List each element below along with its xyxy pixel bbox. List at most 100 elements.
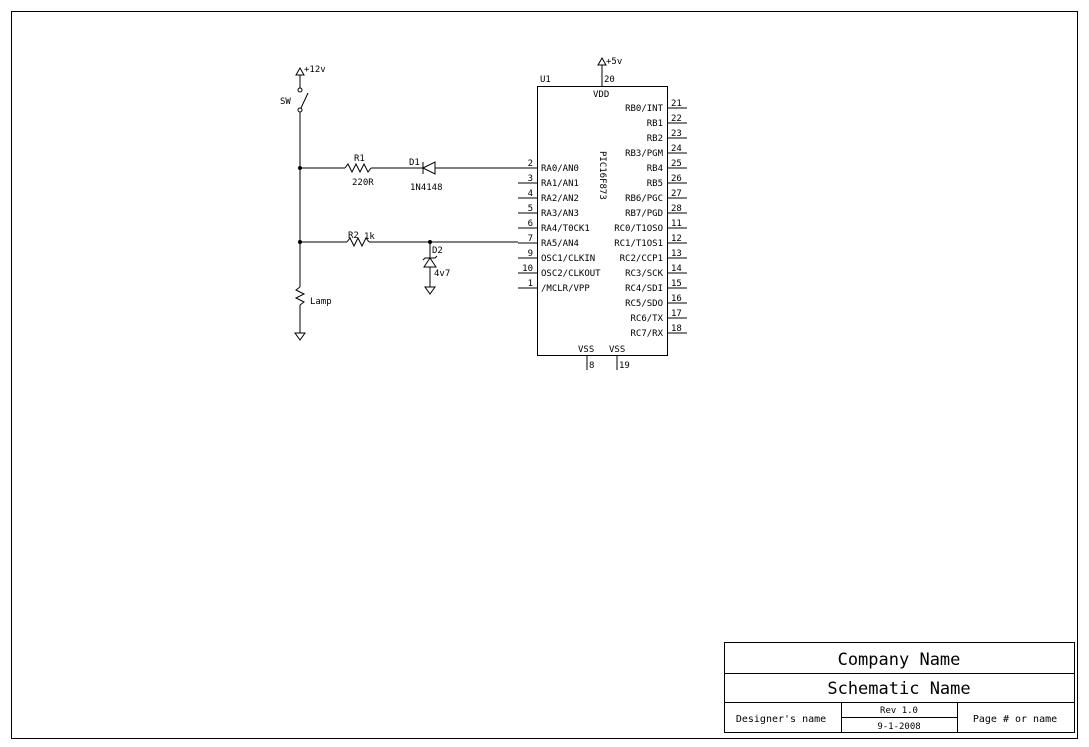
- title-block-frame: [724, 642, 1075, 733]
- r2-ref: R2: [348, 231, 359, 241]
- r2-value: 1k: [364, 232, 375, 242]
- pin-number: 22: [671, 114, 682, 124]
- resistor-r1: R1 220R: [344, 154, 374, 188]
- ic-body: [537, 86, 668, 356]
- vss-label: VSS: [609, 345, 625, 355]
- pin-number: 5: [528, 204, 533, 214]
- pin-label: RC7/RX: [630, 329, 663, 339]
- vss-pin-num: 19: [619, 361, 630, 371]
- d1-value: 1N4148: [410, 183, 443, 193]
- pin-label: OSC2/CLKOUT: [541, 269, 601, 279]
- pin-label: RB5: [647, 179, 663, 189]
- pin-number: 1: [528, 279, 533, 289]
- pin-label: RB3/PGM: [625, 149, 664, 159]
- pin-number: 10: [522, 264, 533, 274]
- schematic-name: Schematic Name: [827, 679, 970, 699]
- pin-label: RC2/CCP1: [620, 254, 663, 264]
- pin-label: RA0/AN0: [541, 164, 579, 174]
- pin-number: 17: [671, 309, 682, 319]
- resistor-r2: R2 1k: [346, 231, 375, 248]
- pin-number: 27: [671, 189, 682, 199]
- sheet-border: [11, 11, 1078, 739]
- page-name: Page # or name: [973, 714, 1057, 725]
- ic-part: PIC16F873: [597, 151, 607, 200]
- pin-number: 6: [528, 219, 533, 229]
- pin-number: 2: [528, 159, 533, 169]
- pin-label: RC5/SDO: [625, 299, 663, 309]
- pin-label: RC6/TX: [630, 314, 663, 324]
- zener-d2: D2 4v7: [422, 242, 450, 295]
- revision: Rev 1.0: [880, 706, 918, 716]
- pin-number: 26: [671, 174, 682, 184]
- pin-number: 9: [528, 249, 533, 259]
- pin-number: 3: [528, 174, 533, 184]
- pin-number: 12: [671, 234, 682, 244]
- pin-number: 16: [671, 294, 682, 304]
- d2-value: 4v7: [434, 269, 450, 279]
- lamp-resistor: Lamp: [294, 286, 332, 341]
- pin-number: 7: [528, 234, 533, 244]
- pin-label: RA2/AN2: [541, 194, 579, 204]
- pin-number: 21: [671, 99, 682, 109]
- pin-number: 23: [671, 129, 682, 139]
- vss-label: VSS: [578, 345, 594, 355]
- r1-value: 220R: [352, 178, 374, 188]
- lamp-ref: Lamp: [310, 297, 332, 307]
- ic-right-pins: 21RB0/INT22RB123RB224RB3/PGM25RB426RB527…: [614, 99, 687, 339]
- switch-sw: SW: [280, 87, 309, 113]
- pin-label: RC1/T1OS1: [614, 239, 663, 249]
- ic-ref: U1: [540, 75, 551, 85]
- pin-number: 25: [671, 159, 682, 169]
- vdd-pin-num: 20: [604, 75, 615, 85]
- supply-12v-label: +12v: [304, 65, 326, 75]
- pin-number: 28: [671, 204, 682, 214]
- pin-number: 13: [671, 249, 682, 259]
- switch-ref: SW: [280, 97, 291, 107]
- date: 9-1-2008: [877, 722, 920, 732]
- pin-label: RB2: [647, 134, 663, 144]
- pin-label: RB1: [647, 119, 663, 129]
- pin-label: RA1/AN1: [541, 179, 579, 189]
- diode-d1: D1 1N4148: [409, 158, 443, 193]
- pin-number: 15: [671, 279, 682, 289]
- designer-name: Designer's name: [736, 714, 826, 725]
- pin-label: /MCLR/VPP: [541, 284, 590, 294]
- pin-label: RB6/PGC: [625, 194, 663, 204]
- company-name: Company Name: [838, 650, 961, 670]
- ic-pin-left: 1/MCLR/VPP: [518, 279, 590, 294]
- pin-label: OSC1/CLKIN: [541, 254, 595, 264]
- vss-pin-num: 8: [589, 361, 594, 371]
- r1-ref: R1: [354, 154, 365, 164]
- title-block: Company Name Schematic Name Designer's n…: [724, 642, 1075, 733]
- pin-label: RA4/T0CK1: [541, 224, 590, 234]
- supply-5v-label: +5v: [606, 57, 622, 67]
- vdd-label: VDD: [593, 90, 609, 100]
- supply-12v: +12v: [295, 65, 326, 88]
- pin-label: RB7/PGD: [625, 209, 663, 219]
- pin-label: RA5/AN4: [541, 239, 579, 249]
